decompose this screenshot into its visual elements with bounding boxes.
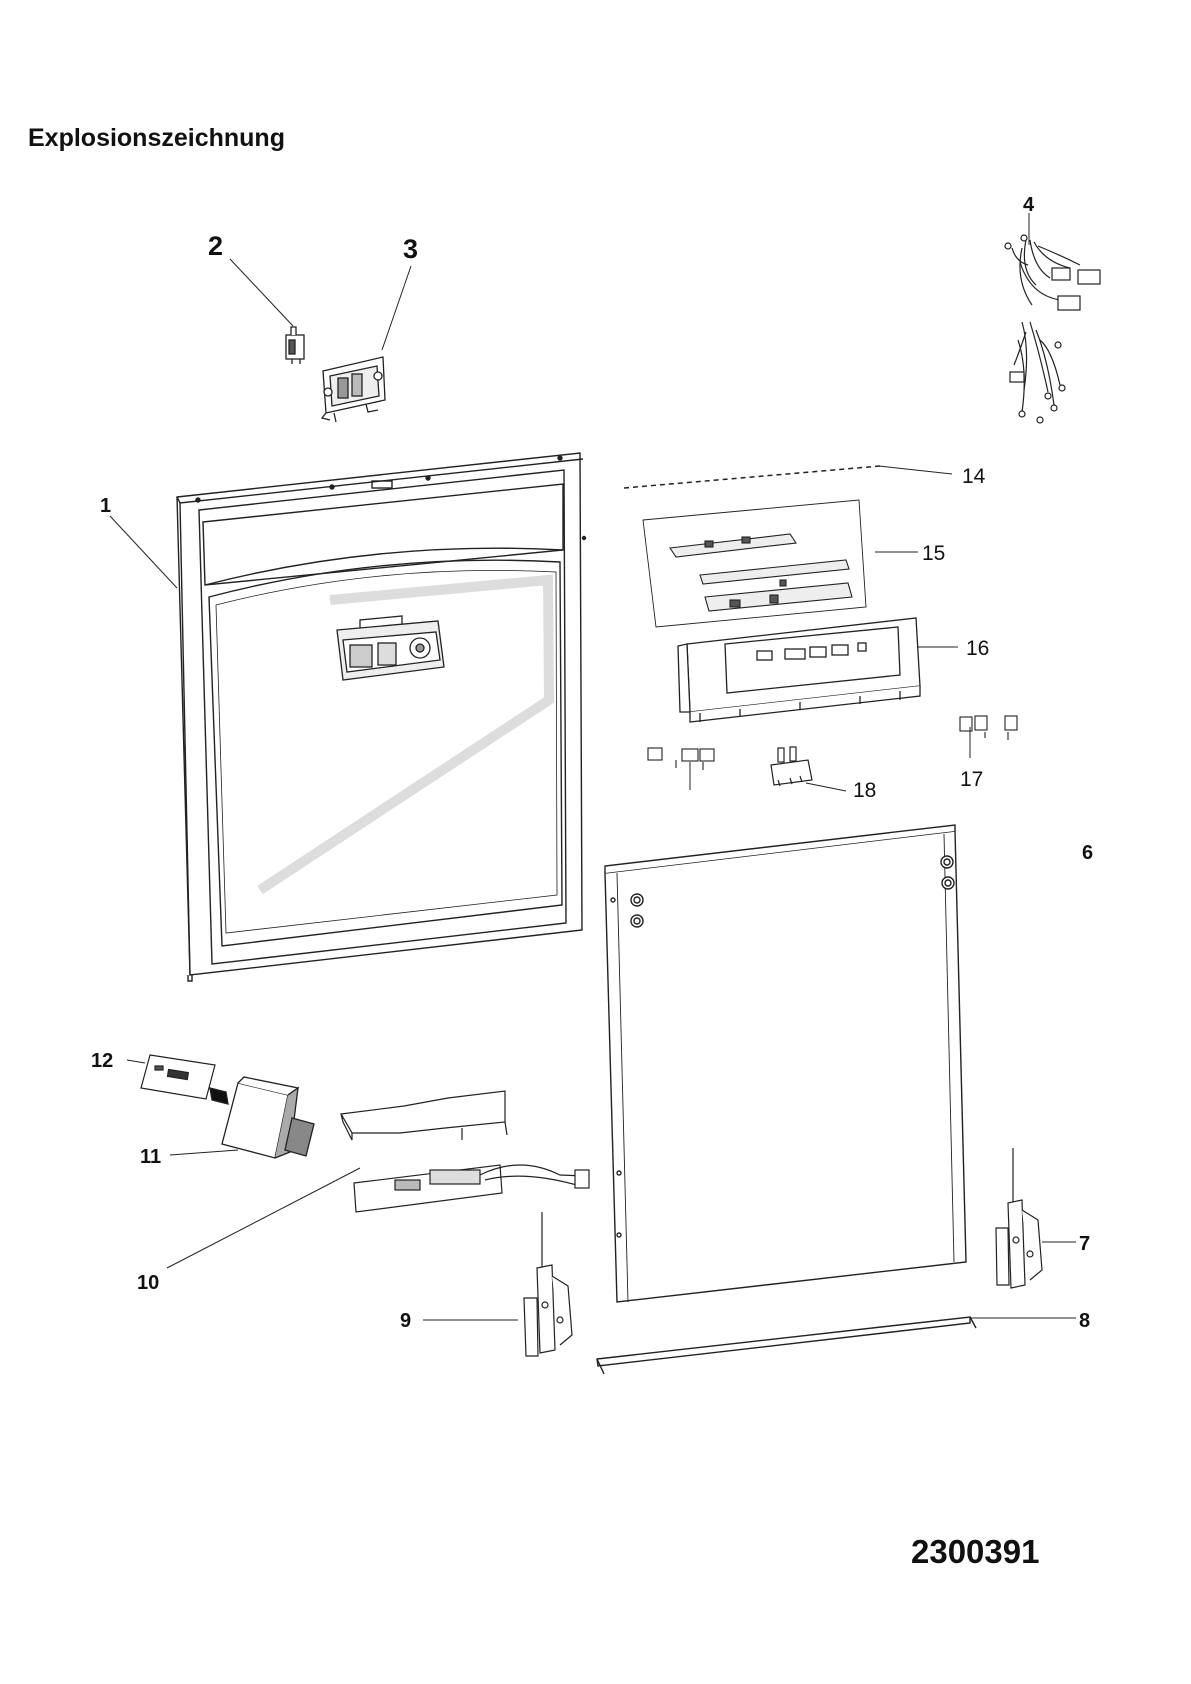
callout-3: 3 bbox=[403, 234, 418, 264]
callout-13: 14 bbox=[962, 465, 986, 488]
main-switch bbox=[770, 746, 813, 787]
callout-11: 11 bbox=[140, 1146, 161, 1168]
dispenser-module bbox=[209, 1076, 315, 1159]
kick-rod bbox=[596, 1316, 977, 1375]
detergent-dispenser bbox=[336, 615, 445, 681]
callout-10: 10 bbox=[137, 1272, 159, 1294]
callout-7: 7 bbox=[1079, 1233, 1090, 1255]
label-card bbox=[140, 1054, 216, 1100]
hinge-right bbox=[995, 1148, 1043, 1289]
callout-17: 18 bbox=[853, 779, 876, 802]
callout-8: 8 bbox=[1079, 1310, 1090, 1332]
document-number: 2300391 bbox=[911, 1533, 1040, 1570]
dashed-seal-strip bbox=[623, 465, 881, 489]
page-title: Explosionszeichnung bbox=[28, 124, 285, 152]
leader-lines bbox=[109, 213, 1076, 1321]
hinge-left bbox=[523, 1212, 573, 1357]
buttons-set-16 bbox=[959, 715, 1018, 740]
outer-door-panel bbox=[604, 824, 967, 1303]
wiring-harness bbox=[1004, 234, 1101, 424]
callout-6: 6 bbox=[1082, 842, 1093, 864]
callout-12: 12 bbox=[91, 1050, 113, 1072]
buttons-set-18 bbox=[647, 747, 715, 770]
callout-14: 15 bbox=[922, 542, 945, 565]
inner-door-panel bbox=[176, 452, 587, 982]
control-board-assembly bbox=[340, 1090, 590, 1213]
callout-9: 9 bbox=[400, 1310, 411, 1332]
callout-labels: 2 3 4 1 14 15 16 17 18 6 7 8 9 10 11 12 bbox=[91, 194, 1093, 1332]
callout-2: 2 bbox=[208, 231, 223, 261]
control-panel bbox=[677, 617, 921, 723]
callout-4: 4 bbox=[1023, 194, 1035, 216]
callout-16: 17 bbox=[960, 768, 983, 791]
micro-switch bbox=[285, 326, 305, 364]
door-lock bbox=[320, 356, 386, 423]
electronic-boards bbox=[642, 499, 867, 628]
callout-1: 1 bbox=[100, 495, 111, 517]
callout-15: 16 bbox=[966, 637, 989, 660]
